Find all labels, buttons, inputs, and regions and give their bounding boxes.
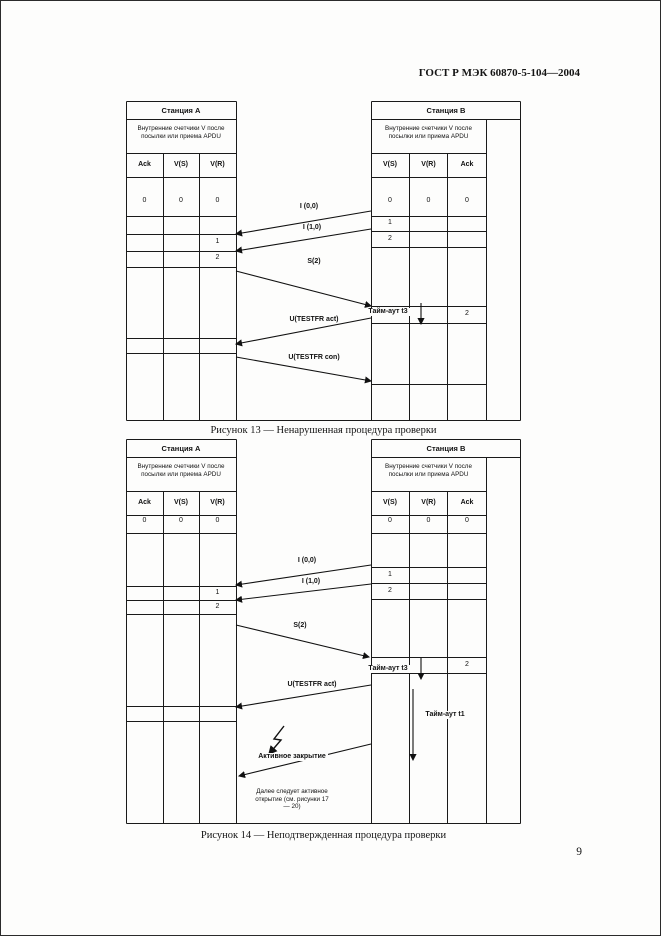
fig14-a-col-ack: Ack [138,499,151,506]
fig13-b-vs-1: 1 [388,219,392,226]
fig14-station-b-title: Станция B [426,444,466,453]
fig14-b-vs-1: 1 [388,571,392,578]
fig14-a-col-vs: V(S) [174,499,188,506]
fig13-table-grid [126,101,521,421]
fig13-station-a-title: Станция A [161,106,201,115]
fig14-a-init-ack: 0 [142,517,147,524]
figure-14-caption: Рисунок 14 — Неподтвержденная процедура … [200,830,447,841]
fig13-a-vr-1: 1 [215,238,220,245]
fig14-station-b-subtitle: Внутренние счетчики V после посылки или … [385,463,472,478]
arrow-s2 [235,270,373,308]
fig13-station-b-title: Станция B [426,106,466,115]
arrow-s2 [235,624,371,660]
fig13-a-init-vs: 0 [179,197,183,204]
fig13-b-col-vs: V(S) [383,161,397,168]
fig13-b-col-vr: V(R) [421,161,436,168]
fig14-b-vs-2: 2 [388,587,392,594]
fig14-a-col-vr: V(R) [210,499,225,506]
fig13-a-col-vs: V(S) [174,161,188,168]
arrow-i00 [234,564,372,588]
fig14-b-ack-2: 2 [465,661,469,668]
fig13-msg-s2: S(2) [307,258,321,265]
fig13-b-ack-2: 2 [465,310,469,317]
fig13-a-init-vr: 0 [215,197,220,204]
fig13-message-arrows [234,210,425,384]
fig14-msg-s2: S(2) [293,622,307,629]
fig14-a-init-vr: 0 [215,517,220,524]
fig13-msg-testfr-con: U(TESTFR con) [288,354,340,361]
fig14-timeout-t3-label: Тайм-аут t3 [359,665,417,674]
fig14-b-col-ack: Ack [460,499,474,506]
arrow-i00 [234,210,372,237]
arrow-testfr-con [235,356,373,384]
fig13-b-vs-2: 2 [388,235,392,242]
fig14-a-vr-2: 2 [215,603,220,610]
fig14-followup-note: Далее следует активное открытие (см. рис… [255,788,329,811]
fig13-a-col-ack: Ack [138,161,151,168]
fig14-active-close-label: Активное закрытие [256,753,328,762]
fig14-canvas [126,439,521,824]
fig13-msg-i00: I (0,0) [299,203,319,210]
fig13-station-a-subtitle: Внутренние счетчики V после посылки или … [137,125,225,140]
fig13-a-vr-2: 2 [215,254,220,261]
fig14-a-init-vs: 0 [179,517,183,524]
figure-13-diagram: Станция A Станция B Внутренние счетчики … [126,101,521,421]
fig13-a-col-vr: V(R) [210,161,225,168]
fig13-timeout-t3-label: Тайм-аут t3 [359,308,417,317]
fig13-b-col-ack: Ack [460,161,474,168]
fig14-station-a-title: Станция A [161,444,201,453]
fig13-msg-testfr-act: U(TESTFR act) [289,316,339,323]
fig14-msg-i00: I (0,0) [297,557,317,564]
fig14-msg-testfr-act: U(TESTFR act) [287,681,337,688]
arrow-testfr-act [234,317,372,347]
fig14-a-vr-1: 1 [215,589,220,596]
fig13-station-b-subtitle: Внутренние счетчики V после посылки или … [385,125,472,140]
arrow-i10 [234,583,372,603]
fig14-timeout-t1-label: Тайм-аут t1 [419,711,471,720]
arrow-i10 [234,228,372,254]
figure-14-diagram: Станция A Станция B Внутренние счетчики … [126,439,521,824]
fig14-b-init-vs: 0 [388,517,392,524]
figure-13-caption: Рисунок 13 — Ненарушенная процедура пров… [210,425,437,436]
fig14-table-grid [126,439,521,824]
fig13-b-init-ack: 0 [465,197,469,204]
arrow-testfr-act [234,684,372,710]
fig13-b-init-vr: 0 [426,197,431,204]
fig14-b-init-vr: 0 [426,517,431,524]
fig14-msg-i10: I (1,0) [301,578,321,585]
page-number: 9 [576,846,582,858]
fig14-b-init-ack: 0 [465,517,469,524]
standard-header: ГОСТ Р МЭК 60870-5-104—2004 [418,67,580,79]
fig14-station-a-subtitle: Внутренние счетчики V после посылки или … [137,463,225,478]
fig13-canvas [126,101,521,421]
lightning-break-icon [268,725,285,756]
fig14-b-col-vs: V(S) [383,499,397,506]
fig13-b-init-vs: 0 [388,197,392,204]
fig13-a-init-ack: 0 [142,197,147,204]
fig13-msg-i10: I (1,0) [302,224,322,231]
fig14-b-col-vr: V(R) [421,499,436,506]
